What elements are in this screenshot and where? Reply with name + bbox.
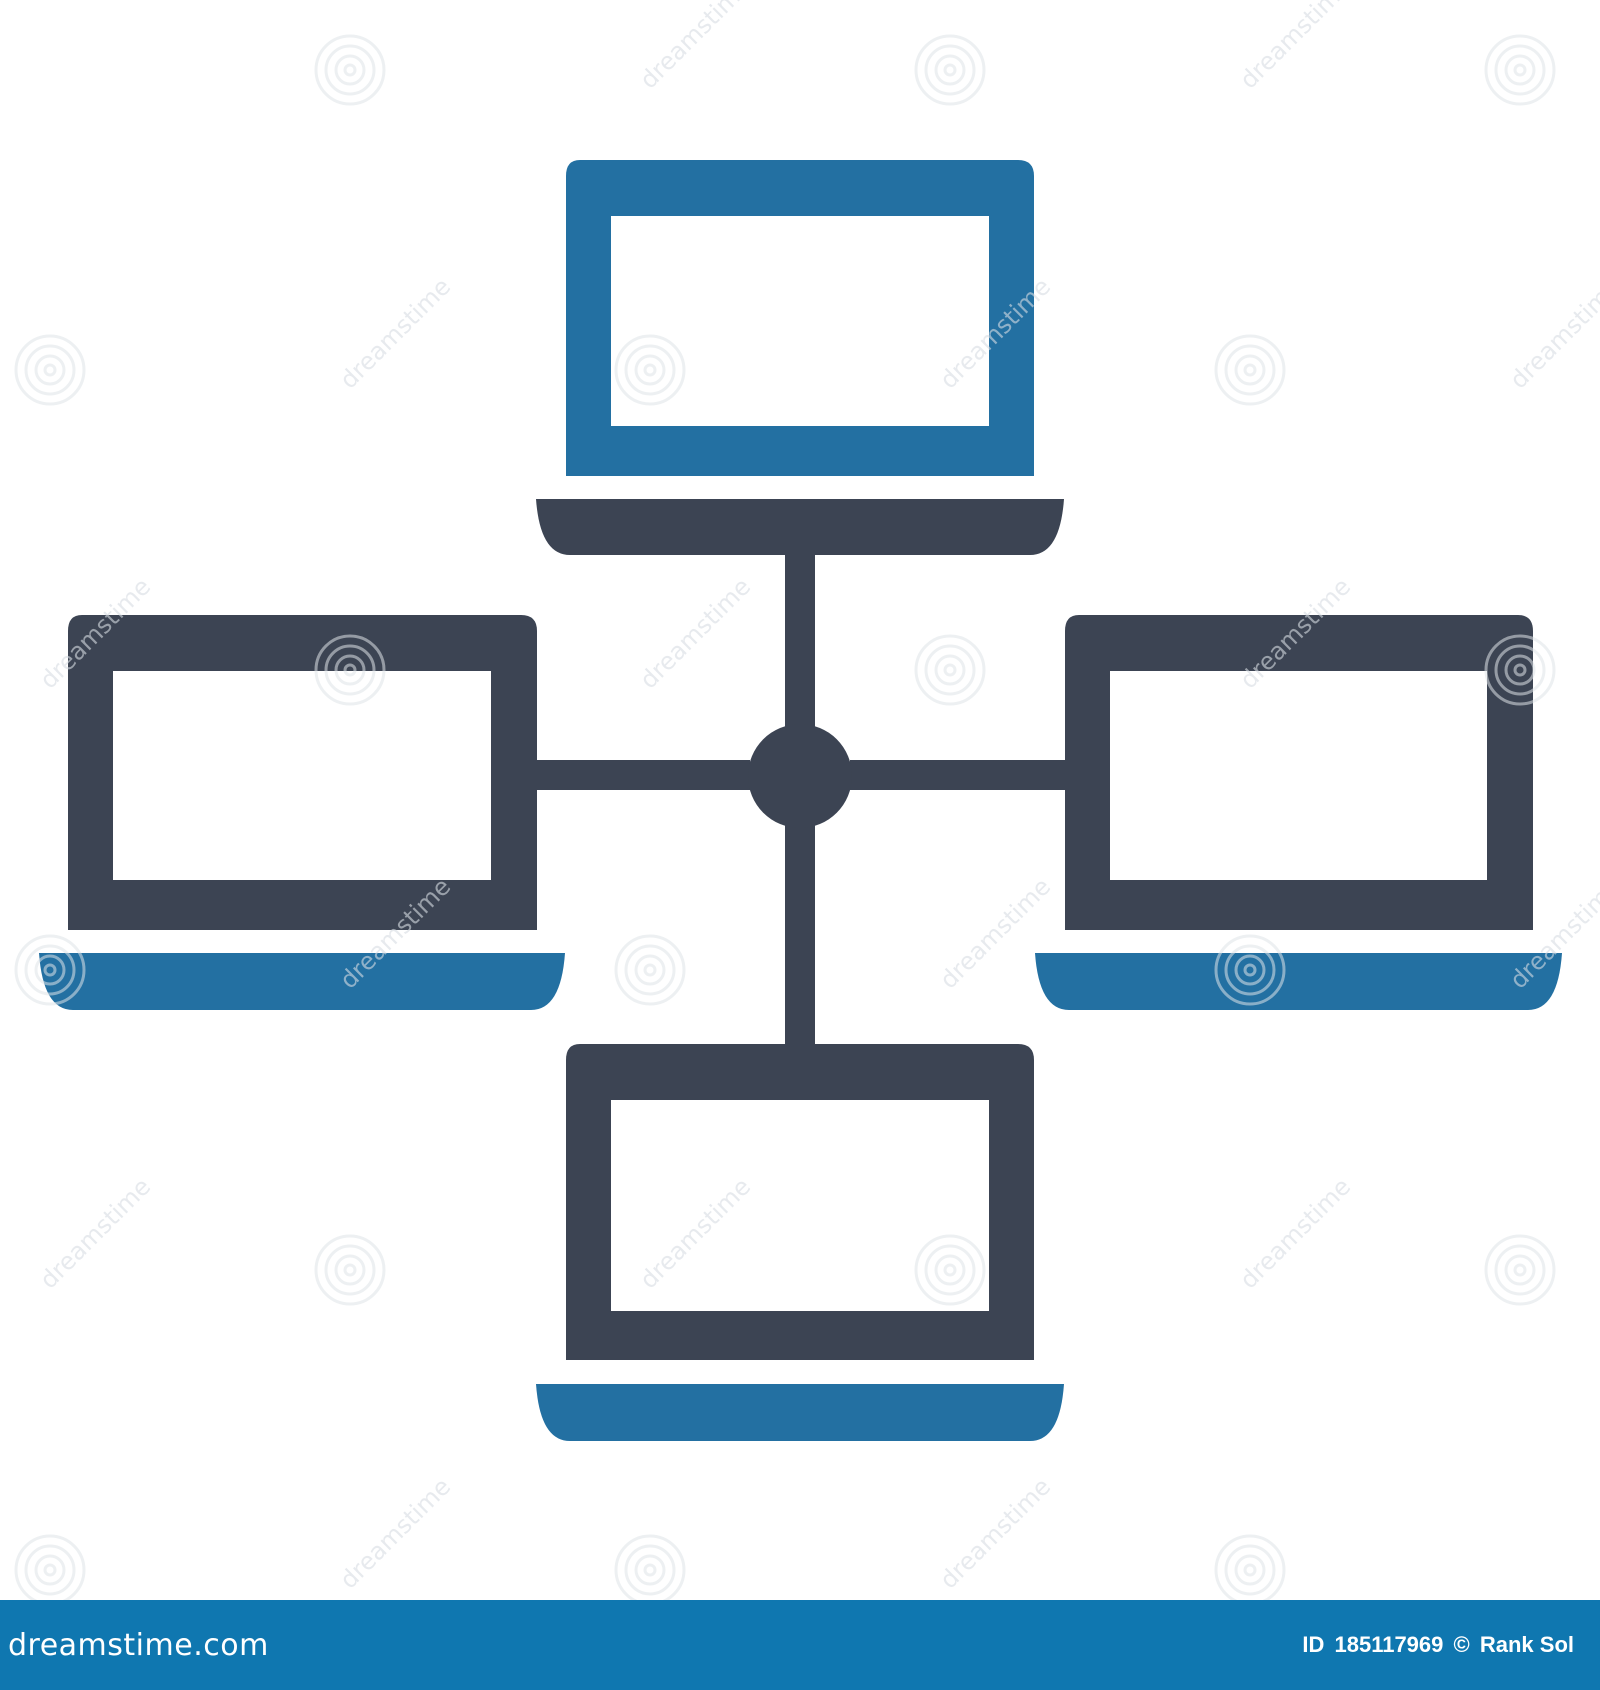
laptop-right-screen: [1065, 615, 1533, 930]
footer-bar: dreamstime.com ID 185117969 © Rank Sol: [0, 1600, 1600, 1690]
laptop-right-base: [1035, 953, 1562, 1010]
laptop-bottom-base: [536, 1384, 1064, 1441]
laptop-left-base: [39, 953, 565, 1010]
laptop-bottom: [536, 1044, 1064, 1441]
brand-logo[interactable]: dreamstime.com: [8, 1628, 269, 1663]
laptop-top-screen: [566, 160, 1034, 476]
laptop-top: [536, 160, 1064, 555]
id-label: ID: [1302, 1632, 1325, 1657]
id-value: 185117969: [1334, 1632, 1444, 1657]
laptop-left: [39, 615, 565, 1010]
connector-right: [850, 760, 1065, 790]
connector-left: [535, 760, 750, 790]
laptop-top-base: [536, 499, 1064, 555]
hub-node: [748, 724, 852, 828]
copyright-symbol: ©: [1453, 1632, 1470, 1657]
laptop-right: [1035, 615, 1562, 1010]
brand-text: dreamstime.com: [8, 1627, 269, 1663]
network-connectors: [535, 553, 1065, 1045]
laptop-bottom-screen: [566, 1044, 1034, 1360]
laptop-network-icon: [39, 160, 1562, 1441]
connector-bottom: [785, 820, 815, 1045]
author-name: Rank Sol: [1479, 1632, 1574, 1657]
connector-top: [785, 553, 815, 733]
laptop-left-screen: [68, 615, 537, 930]
image-credit: ID 185117969 © Rank Sol: [1298, 1632, 1574, 1658]
